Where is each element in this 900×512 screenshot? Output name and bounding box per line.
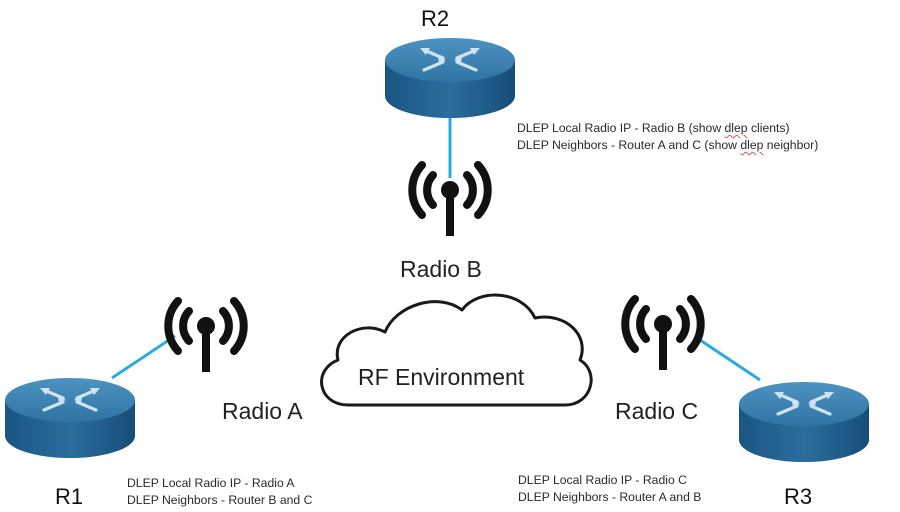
router-r3-label: R3	[784, 484, 813, 509]
router-r2-label: R2	[421, 6, 450, 31]
link-r1-radio-a	[111, 334, 176, 380]
r3-note-line-2: DLEP Neighbors - Router A and B	[518, 490, 702, 504]
r1-note-line-2: DLEP Neighbors - Router B and C	[127, 493, 313, 507]
r2-note-line-2: DLEP Neighbors - Router A and C (show dl…	[517, 138, 819, 152]
r2-note-line-1: DLEP Local Radio IP - Radio B (show dlep…	[517, 121, 790, 135]
r3-note-line-1: DLEP Local Radio IP - Radio C	[518, 473, 687, 487]
r1-note-line-1: DLEP Local Radio IP - Radio A	[127, 476, 295, 490]
rf-environment-label: RF Environment	[358, 364, 525, 390]
r2-dlep-notes: DLEP Local Radio IP - Radio B (show dlep…	[517, 120, 818, 154]
r3-dlep-notes: DLEP Local Radio IP - Radio C DLEP Neigh…	[518, 472, 701, 506]
antenna-radio-a-icon	[168, 301, 243, 372]
r1-dlep-notes: DLEP Local Radio IP - Radio A DLEP Neigh…	[127, 475, 312, 509]
router-r2-icon	[383, 36, 517, 120]
router-r1-icon	[3, 376, 137, 460]
radio-b-label: Radio B	[400, 256, 482, 282]
radio-a-label: Radio A	[222, 398, 303, 424]
router-r3-icon	[737, 380, 871, 464]
radio-c-label: Radio C	[615, 398, 699, 424]
link-r3-radio-c	[699, 338, 761, 382]
antenna-radio-c-icon	[625, 299, 700, 370]
router-r1-label: R1	[55, 484, 84, 509]
rf-cloud-shape	[320, 293, 593, 407]
